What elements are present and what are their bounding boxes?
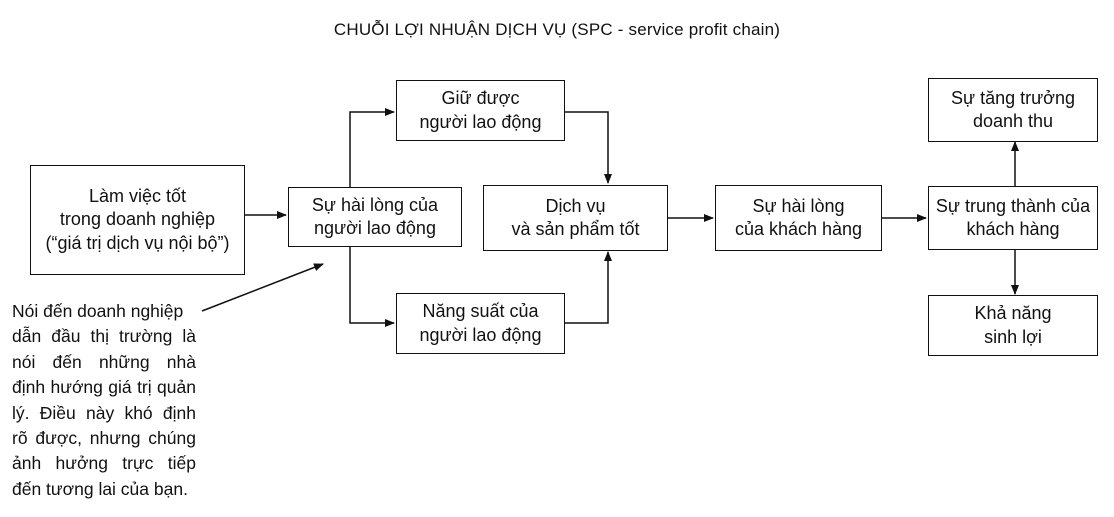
box-employee-satisfaction-line-2: người lao động: [314, 218, 436, 238]
box-customer-satisfaction-line-1: Sự hài lòng: [752, 195, 845, 216]
box-work-well: Làm việc tốt trong doanh nghiệp (“giá tr…: [30, 165, 245, 275]
box-customer-satisfaction-line-2: của khách hàng: [734, 219, 863, 239]
box-revenue-growth-line-1: Sự tăng trưởng: [951, 87, 1075, 108]
box-profitability: Khả năng sinh lợi: [928, 295, 1098, 356]
arrow-note-to-satisfaction: [201, 263, 324, 312]
arrow-satisfaction-to-retention: [349, 108, 395, 187]
note-line: Nói đến doanh nghiệp: [12, 301, 184, 321]
note-text: Nói đến doanh nghiệp dẫn đầu thị trường …: [12, 299, 196, 502]
box-good-service: Dịch vụ và sản phẩm tốt: [483, 185, 668, 251]
box-customer-loyalty-line-2: khách hàng: [966, 219, 1060, 239]
box-work-well-line-3: (“giá trị dịch vụ nội bộ”): [45, 232, 230, 253]
box-customer-satisfaction: Sự hài lòng của khách hàng: [715, 185, 882, 251]
arrow-retention-to-service: [565, 111, 612, 184]
note-line: đến tương lai của bạn.: [12, 478, 188, 499]
box-revenue-growth: Sự tăng trưởng doanh thu: [928, 78, 1098, 142]
box-profitability-line-2: sinh lợi: [984, 326, 1042, 347]
box-good-service-line-1: Dịch vụ: [545, 195, 606, 216]
box-revenue-growth-line-2: doanh thu: [972, 111, 1054, 131]
box-customer-loyalty-line-1: Sự trung thành của: [935, 195, 1091, 216]
box-good-service-line-2: và sản phẩm tốt: [511, 219, 640, 239]
box-employee-productivity-line-1: Năng suất của: [422, 301, 539, 322]
note-line: ảnh hưởng trực tiếp: [12, 453, 196, 474]
box-employee-retention-line-1: Giữ được: [441, 88, 520, 109]
box-employee-satisfaction: Sự hài lòng của người lao động: [288, 187, 462, 247]
box-customer-loyalty: Sự trung thành của khách hàng: [928, 186, 1098, 250]
diagram-title: CHUỖI LỢI NHUẬN DỊCH VỤ (SPC - service p…: [333, 20, 781, 39]
note-line: nói đến những nhà: [12, 351, 196, 372]
box-work-well-line-2: trong doanh nghiệp: [59, 209, 216, 230]
arrow-productivity-to-service: [565, 251, 612, 324]
arrow-satisfaction-to-productivity: [349, 247, 395, 327]
box-employee-satisfaction-line-1: Sự hài lòng của: [311, 194, 439, 215]
note-line: rõ được, nhưng chúng: [12, 428, 196, 449]
box-employee-retention-line-2: người lao động: [419, 111, 542, 132]
box-work-well-line-1: Làm việc tốt: [88, 185, 187, 206]
box-employee-productivity: Năng suất của người lao động: [396, 293, 565, 354]
box-employee-retention: Giữ được người lao động: [396, 80, 565, 141]
note-line: dẫn đầu thị trường là: [12, 326, 196, 347]
box-employee-productivity-line-2: người lao động: [419, 324, 542, 345]
note-line: lý. Điều này khó định: [12, 402, 196, 423]
box-profitability-line-1: Khả năng: [974, 303, 1052, 324]
note-line: định hướng giá trị quản: [12, 377, 196, 398]
